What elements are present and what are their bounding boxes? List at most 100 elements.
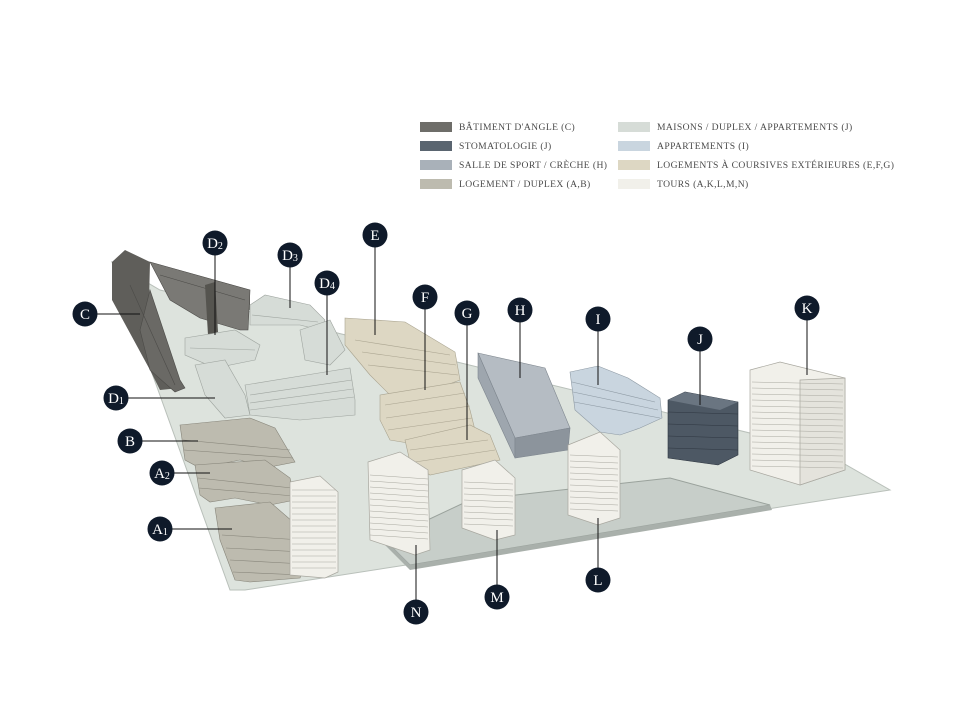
marker-h: H <box>507 297 533 323</box>
legend-swatch <box>618 160 650 170</box>
legend-item: BÂTIMENT D'ANGLE (C) <box>420 120 575 134</box>
floor-line <box>751 411 844 415</box>
marker-circle <box>794 295 820 321</box>
floor-line <box>569 502 619 506</box>
marker-d2: D2 <box>202 230 228 256</box>
legend-swatch <box>618 179 650 189</box>
floor-line <box>369 516 429 522</box>
floor-line <box>569 454 619 458</box>
floor-line <box>369 474 429 480</box>
marker-n: N <box>403 599 429 625</box>
marker-circle <box>103 385 129 411</box>
floor-line <box>369 510 429 516</box>
floor-line <box>751 405 844 409</box>
floor-line <box>751 399 844 403</box>
legend-label: TOURS (A,K,L,M,N) <box>657 178 749 190</box>
marker-j: J <box>687 326 713 352</box>
marker-circle <box>117 428 143 454</box>
marker-label: N <box>411 605 422 621</box>
legend-label: LOGEMENTS À COURSIVES EXTÉRIEURES (E,F,G… <box>657 159 895 171</box>
floor-line <box>369 486 429 492</box>
floor-line <box>751 387 844 391</box>
floor-line <box>569 508 619 512</box>
floor-line <box>369 480 429 486</box>
floor-line <box>751 465 844 469</box>
marker-circle <box>585 306 611 332</box>
legend-swatch <box>420 179 452 189</box>
marker-circle <box>362 222 388 248</box>
floor-line <box>751 441 844 445</box>
legend-item: SALLE DE SPORT / CRÈCHE (H) <box>420 158 607 172</box>
marker-label: G <box>462 306 473 322</box>
legend-label: LOGEMENT / DUPLEX (A,B) <box>459 178 591 190</box>
marker-m: M <box>484 584 510 610</box>
marker-label: A2 <box>154 466 170 482</box>
marker-circle <box>454 300 480 326</box>
legend-label: STOMATOLOGIE (J) <box>459 140 552 152</box>
marker-label: H <box>515 303 526 319</box>
marker-circle <box>403 599 429 625</box>
building-i <box>569 365 663 436</box>
floor-line <box>463 487 514 491</box>
legend-item: MAISONS / DUPLEX / APPARTEMENTS (J) <box>618 120 853 134</box>
marker-circle <box>585 567 611 593</box>
floor-line <box>463 505 514 509</box>
building-efg <box>344 317 501 476</box>
marker-label: I <box>596 312 601 328</box>
floor-line <box>369 504 429 510</box>
floor-line <box>463 481 514 485</box>
legend-swatch <box>618 122 650 132</box>
marker-c: C <box>72 301 98 327</box>
marker-label: D2 <box>207 236 223 252</box>
marker-e: E <box>362 222 388 248</box>
floor-line <box>569 484 619 488</box>
floor-line <box>463 517 514 521</box>
building-h <box>477 352 571 459</box>
floor-line <box>369 528 429 534</box>
floor-line <box>369 534 429 540</box>
marker-d4: D4 <box>314 270 340 296</box>
floor-line <box>751 453 844 457</box>
floor-line <box>569 460 619 464</box>
marker-circle <box>277 242 303 268</box>
marker-circle <box>147 516 173 542</box>
marker-label: B <box>125 434 135 450</box>
legend-item: APPARTEMENTS (I) <box>618 139 749 153</box>
legend-swatch <box>618 141 650 151</box>
floor-line <box>751 435 844 439</box>
legend-label: SALLE DE SPORT / CRÈCHE (H) <box>459 159 608 171</box>
floor-line <box>569 478 619 482</box>
floor-line <box>569 496 619 500</box>
marker-label: D4 <box>319 276 335 292</box>
floor-line <box>569 472 619 476</box>
legend-label: MAISONS / DUPLEX / APPARTEMENTS (J) <box>657 121 853 133</box>
marker-circle <box>202 230 228 256</box>
marker-d3: D3 <box>277 242 303 268</box>
marker-label: J <box>697 332 703 348</box>
marker-g: G <box>454 300 480 326</box>
marker-f: F <box>412 284 438 310</box>
marker-circle <box>484 584 510 610</box>
building-j <box>667 391 739 466</box>
floor-line <box>569 466 619 470</box>
building-ab <box>179 417 339 583</box>
marker-circle <box>687 326 713 352</box>
legend-label: BÂTIMENT D'ANGLE (C) <box>459 121 576 133</box>
legend-swatch <box>420 160 452 170</box>
marker-a1: A1 <box>147 516 173 542</box>
marker-label: L <box>593 573 602 589</box>
marker-l: L <box>585 567 611 593</box>
marker-circle <box>149 460 175 486</box>
marker-label: K <box>802 301 813 317</box>
marker-label: C <box>80 307 90 323</box>
floor-line <box>369 522 429 528</box>
building-m <box>461 459 516 541</box>
floor-line <box>751 423 844 427</box>
marker-label: E <box>370 228 379 244</box>
floor-line <box>751 417 844 421</box>
building-c <box>112 250 251 393</box>
legend-item: LOGEMENT / DUPLEX (A,B) <box>420 177 591 191</box>
floor-line <box>751 429 844 433</box>
marker-circle <box>507 297 533 323</box>
marker-b: B <box>117 428 143 454</box>
